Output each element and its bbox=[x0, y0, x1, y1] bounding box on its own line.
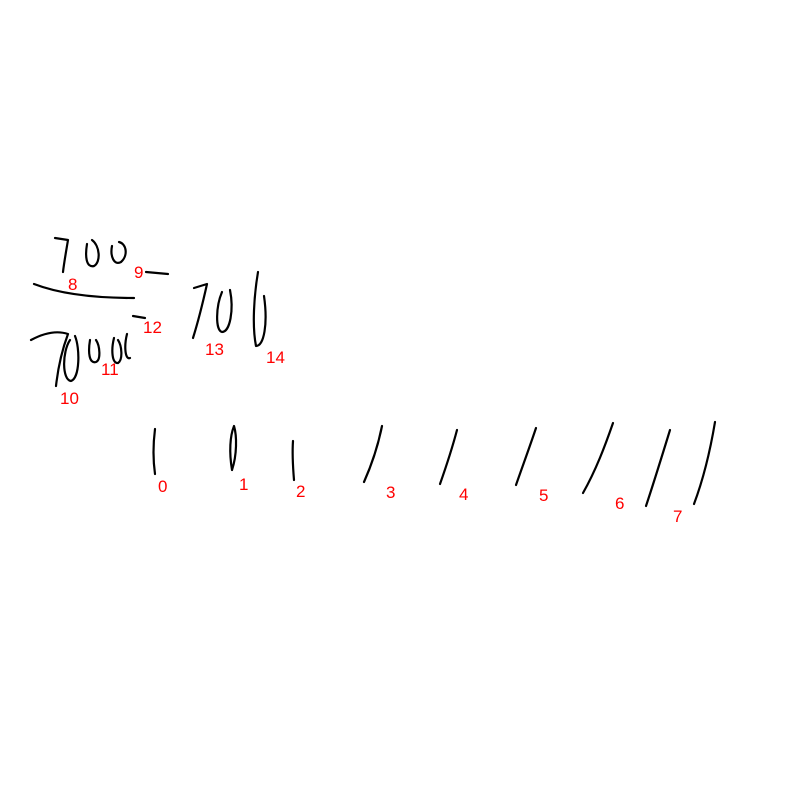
stroke-6-label: 6 bbox=[615, 494, 624, 513]
stroke-8-label: 8 bbox=[68, 275, 77, 294]
stroke-3-path bbox=[362, 424, 384, 484]
stroke-13-path bbox=[191, 282, 233, 340]
stroke-6-path bbox=[581, 421, 615, 495]
stroke-9-path bbox=[144, 270, 170, 276]
stroke-10-label: 10 bbox=[60, 389, 79, 408]
stroke-12-path bbox=[131, 314, 147, 320]
stroke-7-label: 7 bbox=[673, 507, 682, 526]
stroke-7-path bbox=[644, 420, 717, 508]
stroke-10-path bbox=[29, 331, 70, 388]
stroke-13-label: 13 bbox=[205, 340, 224, 359]
stroke-5-path bbox=[514, 426, 538, 487]
stroke-labels: 0 1 2 3 4 5 6 7 8 9 10 11 12 13 14 bbox=[60, 263, 682, 526]
stroke-0-path bbox=[152, 427, 157, 476]
stroke-2-label: 2 bbox=[296, 482, 305, 501]
stroke-11-path bbox=[63, 332, 132, 383]
stroke-1-label: 1 bbox=[239, 475, 248, 494]
stroke-8-path bbox=[53, 236, 127, 274]
stroke-14-label: 14 bbox=[266, 348, 285, 367]
ink-strokes bbox=[29, 236, 717, 508]
stroke-12-label: 12 bbox=[143, 318, 162, 337]
stroke-3-label: 3 bbox=[386, 483, 395, 502]
stroke-4-path bbox=[438, 428, 459, 486]
stroke-5-label: 5 bbox=[539, 486, 548, 505]
stroke-14-path bbox=[252, 270, 267, 348]
stroke-9-label: 9 bbox=[134, 263, 143, 282]
stroke-4-label: 4 bbox=[459, 485, 468, 504]
stroke-0-label: 0 bbox=[158, 477, 167, 496]
stroke-11-label: 11 bbox=[101, 360, 119, 379]
fraction-bar-path bbox=[32, 282, 136, 300]
stroke-2-path bbox=[291, 439, 296, 482]
stroke-1-path bbox=[229, 424, 238, 472]
